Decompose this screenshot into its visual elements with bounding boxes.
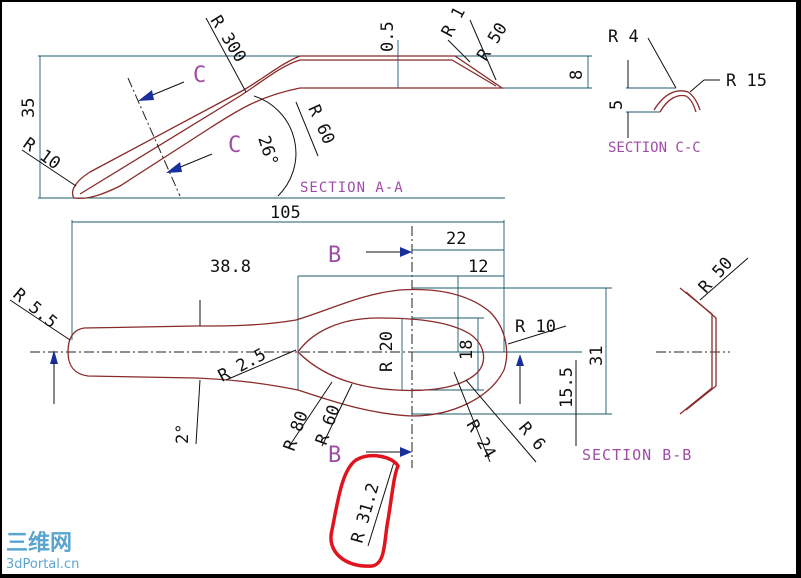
section-bb-label: SECTION B-B [582, 446, 692, 464]
dim-h8: 8 [567, 70, 587, 80]
spoon-inner-profile [79, 59, 497, 195]
cut-arrow-c-upper-head [138, 90, 154, 101]
leader-r55 [9, 299, 71, 341]
bb-inner [685, 291, 717, 411]
spoon-side-profile [71, 55, 505, 200]
view-arrow-right-head [516, 354, 524, 366]
bb-outer [679, 287, 713, 415]
leader-r60-top [295, 101, 319, 157]
dim-a2: 2° [173, 424, 193, 444]
dim-r80: R 80 [280, 408, 313, 453]
dim-a26: 26° [253, 133, 282, 168]
section-aa-label: SECTION A-A [300, 180, 404, 196]
dim-r6: R 6 [514, 418, 549, 454]
leader-r4 [647, 37, 677, 89]
section-cc-profile [653, 90, 701, 111]
leader-r312 [367, 461, 395, 547]
cut-label-b-lower: B [328, 443, 341, 468]
dim-r4: R 4 [608, 27, 639, 47]
spoon-bowl-inner [297, 317, 485, 392]
dim-w155: 15.5 [557, 367, 577, 408]
cut-b-lower-head [400, 447, 412, 457]
leader-2deg [195, 379, 201, 445]
dim-r10-bowl: R 10 [515, 317, 556, 337]
cut-line-c [127, 77, 181, 197]
cut-label-b-upper: B [328, 243, 341, 268]
leader-r24 [453, 371, 491, 463]
dim-w18: 18 [457, 340, 477, 360]
leader-r6 [465, 379, 537, 463]
view-arrow-left-head [50, 350, 58, 364]
leader-r300 [205, 17, 247, 93]
dim-r50-bb: R 50 [695, 254, 737, 298]
dim-len388: 38.8 [210, 257, 251, 277]
dim-len105: 105 [270, 203, 301, 223]
dim-h35: 35 [19, 98, 39, 118]
dim-r55: R 5.5 [9, 285, 61, 333]
leader-r80 [287, 381, 333, 449]
frame-right-edge [796, 0, 801, 578]
dim-h5: 5 [607, 100, 627, 110]
spoon-top-outline [67, 288, 508, 417]
section-cc-inner [659, 94, 697, 113]
dim-r24: R 24 [462, 417, 500, 462]
dim-r20: R 20 [377, 331, 397, 372]
watermark-brand: 三维网 [6, 530, 72, 556]
angle-arc-26 [253, 95, 297, 197]
dim-len12: 12 [468, 257, 488, 277]
dim-r60-top: R 60 [303, 102, 338, 148]
leader-r60-bowl [321, 383, 353, 447]
dim-r15: R 15 [726, 71, 767, 91]
cut-label-c-lower: C [228, 133, 241, 158]
leader-r25 [225, 349, 297, 381]
dim-w31: 31 [587, 346, 607, 366]
frame-top-edge [0, 0, 801, 2]
cut-arrow-c-lower-line [177, 153, 213, 169]
cut-arrow-c-upper-line [149, 81, 185, 97]
leader-r15-a [689, 79, 705, 93]
section-cc-label: SECTION C-C [608, 140, 701, 156]
cut-b-upper-head [400, 247, 412, 257]
dim-r10-tip: R 10 [19, 134, 64, 174]
frame-left-edge [0, 0, 2, 578]
frame-bottom-edge [0, 574, 801, 578]
watermark-site: 3dPortal.cn [6, 557, 79, 572]
top-view: 105 22 38.8 12 R 5.5 R 2.5 R 20 18 R 10 … [9, 203, 612, 568]
dim-r25: R 2.5 [215, 345, 270, 387]
highlight-circle [329, 453, 400, 568]
leader-r10-tip [21, 149, 77, 187]
watermark: 三维网 3dPortal.cn [6, 530, 79, 572]
leader-r1 [447, 39, 471, 63]
leader-r50-top [469, 19, 497, 81]
dim-r1: R 1 [438, 4, 470, 41]
dim-t05: 0.5 [378, 21, 398, 52]
dim-r60-bowl: R 60 [312, 402, 345, 447]
cut-label-c-upper: C [193, 63, 206, 88]
leader-r10-bowl [507, 325, 567, 345]
leader-r50-bb [699, 257, 749, 301]
cut-arrow-c-lower-head [166, 162, 182, 173]
section-aa-view: R 300 0.5 R 1 R 50 8 35 R 10 R 60 26° C … [19, 4, 592, 200]
dim-len22: 22 [446, 229, 466, 249]
section-cc-view: R 4 R 15 5 SECTION C-C [607, 27, 767, 156]
